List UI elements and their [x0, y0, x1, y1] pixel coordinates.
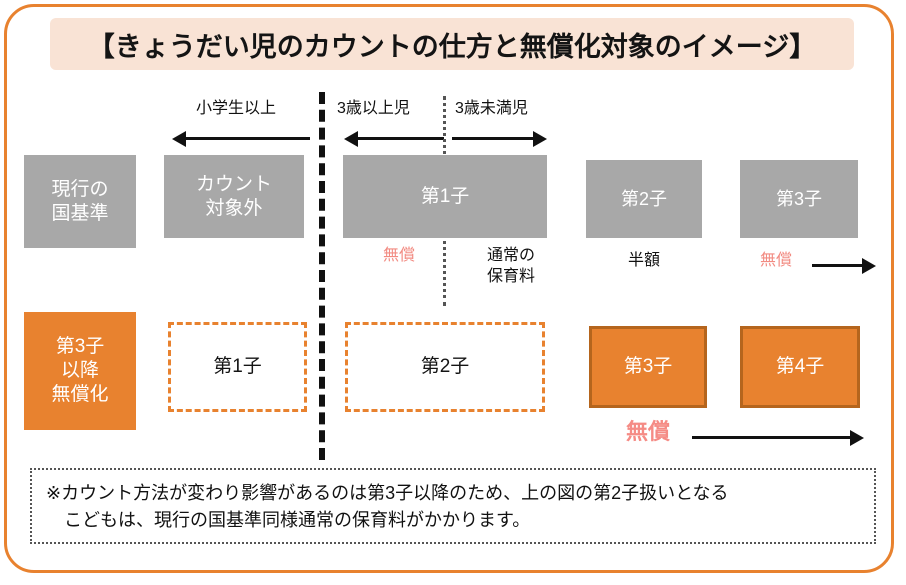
footnote-line2: こどもは、現行の国基準同様通常の保育料がかかります。: [64, 510, 531, 530]
row-label-line2: 国基準: [51, 202, 109, 224]
arrow-head-left-elementary: [172, 131, 186, 147]
box-new-child-2-label: 第2子: [420, 356, 470, 378]
box-new-child-1: 第1子: [168, 322, 307, 412]
box-current-child-2: 第2子: [586, 160, 702, 238]
arrow-line-child3-free: [812, 264, 864, 267]
arrow-line-over3: [358, 137, 444, 140]
box-current-child-3: 第3子: [740, 160, 858, 238]
arrow-head-right-under3: [533, 131, 547, 147]
caption-child2-half: 半額: [627, 252, 660, 269]
arrow-line-under3: [452, 137, 534, 140]
row-label-third-child-free: 第3子 以降 無償化: [24, 312, 136, 430]
box-current-child-1-label: 第1子: [420, 185, 470, 207]
box-count-excluded-line1: カウント: [195, 173, 272, 195]
age-label-over3: 3歳以上児: [337, 100, 410, 117]
box-new-child-1-label: 第1子: [213, 356, 262, 378]
box-current-child-3-label: 第3子: [775, 188, 822, 209]
age-label-elementary: 小学生以上: [196, 100, 277, 117]
arrow-line-new-free: [692, 436, 852, 439]
footnote-box: ※カウント方法が変わり影響があるのは第3子以降のため、上の図の第2子扱いとなる …: [30, 468, 876, 544]
box-new-child-3-label: 第3子: [623, 356, 673, 378]
arrow-head-right-new-free: [850, 430, 864, 446]
box-current-child-1: 第1子: [343, 155, 547, 238]
caption-new-free: 無償: [625, 419, 670, 444]
caption-child1-free: 無償: [382, 247, 415, 264]
arrow-head-right-child3-free: [862, 258, 876, 274]
box-current-child-2-label: 第2子: [620, 188, 667, 209]
footnote-line1: ※カウント方法が変わり影響があるのは第3子以降のため、上の図の第2子扱いとなる: [46, 483, 729, 503]
row-label2-line1: 第3子: [55, 336, 105, 358]
row-label-line1: 現行の: [51, 178, 109, 200]
outer-frame: [4, 4, 894, 573]
box-count-excluded: カウント 対象外: [164, 155, 304, 238]
box-count-excluded-line2: 対象外: [205, 197, 263, 219]
row-label-current-standard: 現行の 国基準: [24, 155, 136, 248]
caption-child1-normal-fee-line2: 保育料: [486, 267, 535, 285]
row-label2-line3: 無償化: [51, 383, 109, 405]
caption-child1-normal-fee: 通常の 保育料: [466, 246, 556, 288]
age-label-under3: 3歳未満児: [455, 100, 528, 117]
divider-thick-dashed: [319, 92, 325, 460]
arrow-line-elementary: [186, 137, 310, 140]
page-title: 【きょうだい児のカウントの仕方と無償化対象のイメージ】: [87, 31, 817, 62]
box-new-child-4: 第4子: [740, 326, 860, 408]
box-new-child-4-label: 第4子: [775, 356, 825, 378]
caption-child3-free: 無償: [759, 252, 792, 269]
diagram-title-bar: 【きょうだい児のカウントの仕方と無償化対象のイメージ】: [50, 18, 854, 70]
box-new-child-2: 第2子: [345, 322, 545, 412]
caption-child1-normal-fee-line1: 通常の: [486, 247, 535, 264]
row-label2-line2: 以降: [60, 360, 99, 382]
box-new-child-3: 第3子: [589, 326, 707, 408]
arrow-head-left-over3: [344, 131, 358, 147]
